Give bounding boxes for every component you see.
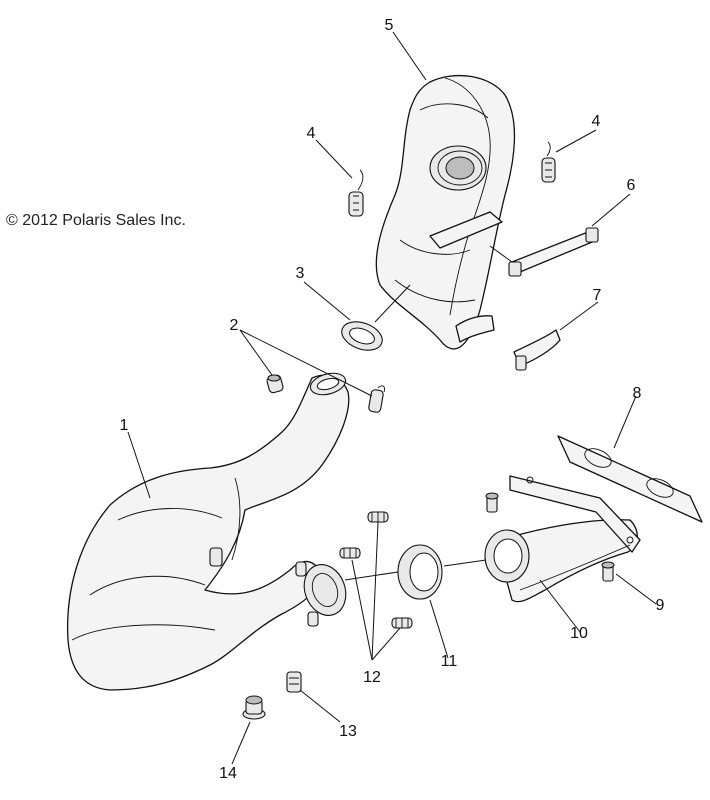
part-12-spring-b: [339, 547, 361, 559]
callout-8: 8: [633, 385, 642, 402]
part-7-bracket: [455, 315, 561, 371]
part-2-grommet: [266, 374, 284, 394]
callout-13: 13: [339, 723, 357, 740]
part-12-spring-a: [367, 511, 389, 523]
callout-3: 3: [296, 265, 305, 282]
callout-labels: 1 2 3 4 4 5 6 7 8 9 10 11 12 13 14: [120, 17, 665, 782]
part-6-strap: [508, 227, 599, 277]
part-1-exhaust-pipe: [66, 372, 350, 691]
callout-2: 2: [230, 317, 239, 334]
part-14-plug: [242, 695, 266, 720]
part-5-silencer-housing: [375, 74, 516, 350]
part-9-bolt-b: [601, 561, 615, 582]
part-12-spring-c: [391, 617, 413, 629]
part-9-bolt-a: [485, 492, 499, 513]
part-11-seal-ring: [397, 544, 443, 600]
callout-14: 14: [219, 765, 237, 782]
callout-12: 12: [363, 669, 381, 686]
leader-lines: [127, 31, 657, 765]
callout-6: 6: [627, 177, 636, 194]
housing-strap-upper: [429, 211, 503, 249]
callout-5: 5: [385, 17, 394, 34]
part-13-sensor: [286, 671, 302, 693]
callout-7: 7: [593, 287, 602, 304]
callout-4-left: 4: [307, 125, 316, 142]
part-4-spring-left: [348, 169, 364, 217]
callout-4-right: 4: [592, 113, 601, 130]
callout-9: 9: [656, 597, 665, 614]
callout-10: 10: [570, 625, 588, 642]
callout-11: 11: [441, 653, 458, 670]
part-3-gasket: [341, 321, 383, 351]
copyright-notice: © 2012 Polaris Sales Inc.: [6, 212, 186, 229]
part-8-gasket: [557, 435, 703, 523]
part-4-spring-right: [541, 141, 556, 183]
callout-1: 1: [120, 417, 129, 434]
part-10-manifold: [484, 475, 641, 603]
part-2-spring: [368, 385, 385, 413]
